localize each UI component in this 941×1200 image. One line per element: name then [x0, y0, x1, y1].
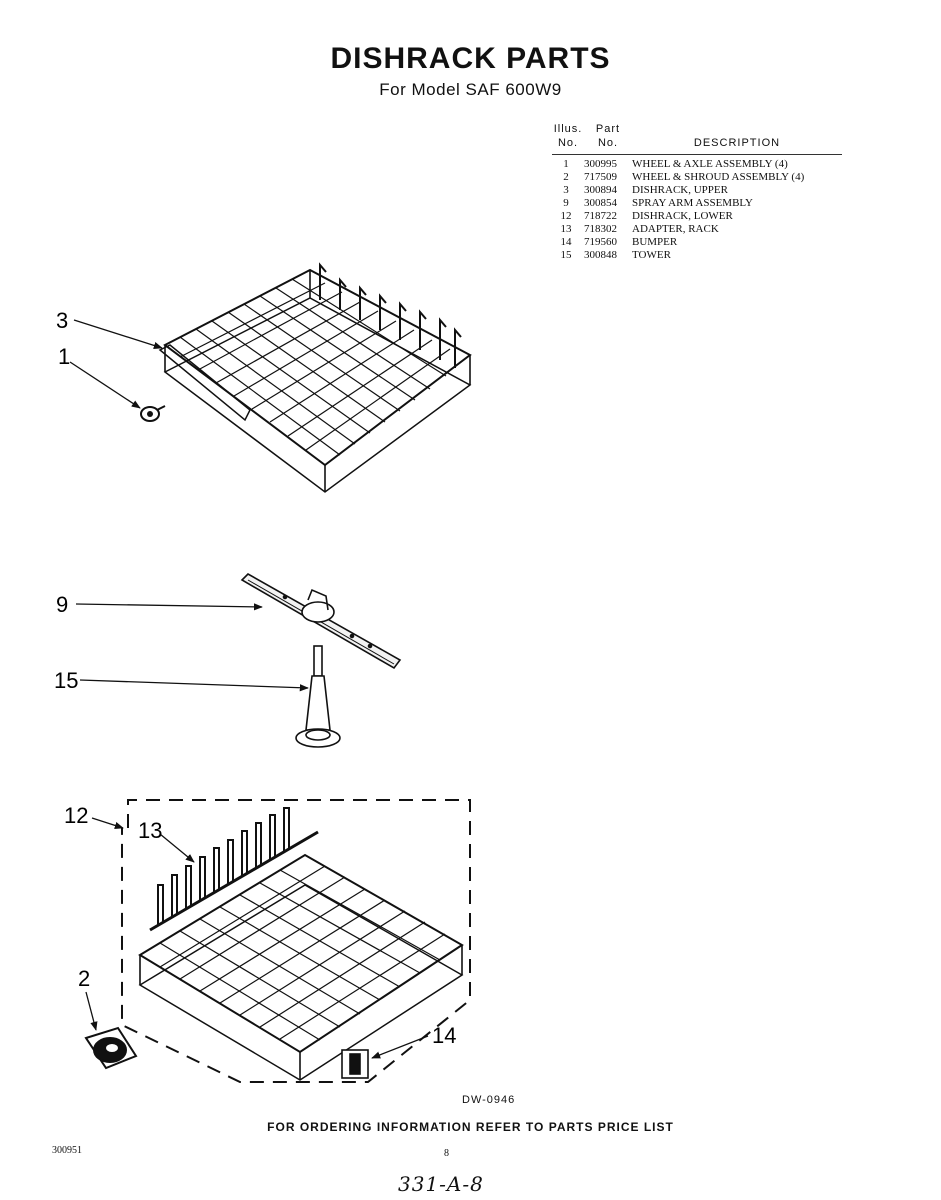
upper-dishrack-illustration [158, 262, 472, 493]
part-no: 300854 [584, 197, 617, 209]
illus-no: 13 [560, 223, 572, 235]
table-row: 12 718722 DISHRACK, LOWER [552, 210, 842, 223]
callout-15: 15 [54, 668, 78, 693]
rack-adapter-illustration [149, 807, 319, 932]
part-no: 718302 [584, 223, 617, 235]
col-description-header: DESCRIPTION [632, 136, 842, 155]
part-description: ADAPTER, RACK [632, 223, 719, 235]
table-row: 3 300894 DISHRACK, UPPER [552, 184, 842, 197]
wheel-shroud-illustration [84, 1026, 138, 1070]
callout-1: 1 [58, 344, 70, 369]
table-row: 1 300995 WHEEL & AXLE ASSEMBLY (4) [552, 155, 842, 172]
table-row: 13 718302 ADAPTER, RACK [552, 223, 842, 236]
illus-no: 15 [560, 249, 572, 261]
part-description: WHEEL & AXLE ASSEMBLY (4) [632, 158, 788, 170]
lower-dishrack-illustration [138, 853, 464, 1081]
bumper-illustration [341, 1049, 369, 1079]
spray-arm-illustration [240, 573, 402, 670]
wheel-axle-illustration [140, 405, 166, 422]
callout-12: 12 [64, 803, 88, 828]
callout-14: 14 [432, 1023, 456, 1048]
table-row: 14 719560 BUMPER [552, 236, 842, 249]
part-no: 300848 [584, 249, 617, 261]
page-number: 8 [444, 1148, 449, 1159]
callout-3: 3 [56, 308, 68, 333]
table-row: 2 717509 WHEEL & SHROUD ASSEMBLY (4) [552, 171, 842, 184]
callout-2: 2 [78, 966, 90, 991]
drawing-code: DW-0946 [462, 1094, 516, 1106]
table-row: 9 300854 SPRAY ARM ASSEMBLY [552, 197, 842, 210]
table-header-row: No. No. DESCRIPTION [552, 136, 842, 155]
model-subtitle: For Model SAF 600W9 [379, 80, 562, 99]
part-no: 718722 [584, 210, 617, 222]
illus-no: 3 [563, 184, 569, 196]
part-description: DISHRACK, UPPER [632, 184, 728, 196]
part-description: DISHRACK, LOWER [632, 210, 733, 222]
illus-no: 12 [560, 210, 572, 222]
illus-no: 14 [560, 236, 572, 248]
tower-illustration [295, 645, 341, 748]
page-title: DISHRACK PARTS [330, 42, 611, 75]
part-no: 717509 [584, 171, 617, 183]
part-no: 300894 [584, 184, 617, 196]
part-description: BUMPER [632, 236, 678, 248]
part-description: SPRAY ARM ASSEMBLY [632, 197, 753, 209]
illus-no: 2 [563, 171, 569, 183]
callout-9: 9 [56, 592, 68, 617]
illus-no: 1 [563, 158, 569, 170]
ordering-info-note: FOR ORDERING INFORMATION REFER TO PARTS … [267, 1120, 674, 1134]
handwritten-code: 331-A-8 [398, 1172, 484, 1196]
illus-no: 9 [563, 197, 569, 209]
callout-13: 13 [138, 818, 162, 843]
col-part-header-line1: Part [595, 123, 621, 135]
col-part-header-line2: No. [584, 136, 632, 155]
table-row: 15 300848 TOWER [552, 249, 842, 262]
callout-leaders [69, 319, 429, 1059]
part-description: WHEEL & SHROUD ASSEMBLY (4) [632, 171, 805, 183]
document-number: 300951 [52, 1145, 82, 1156]
part-description: TOWER [632, 249, 671, 261]
col-illus-header-line2: No. [552, 136, 584, 155]
part-no: 300995 [584, 158, 617, 170]
col-illus-header-line1: Illus. [553, 123, 583, 135]
table-header-row: Illus. Part [552, 122, 842, 136]
part-no: 719560 [584, 236, 617, 248]
